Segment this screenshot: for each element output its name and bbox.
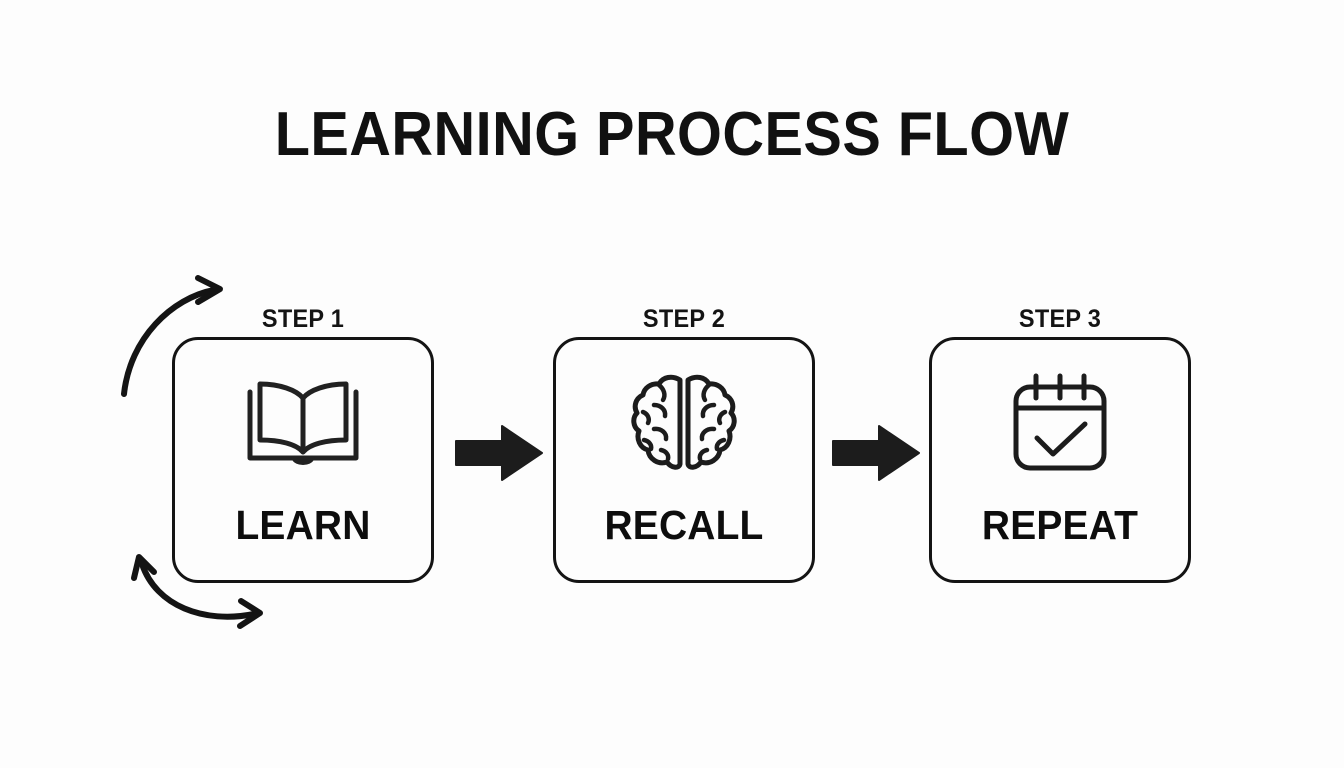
open-book-icon bbox=[175, 370, 431, 474]
right-arrow-icon bbox=[832, 425, 920, 481]
step-2-label: STEP 2 bbox=[642, 305, 726, 333]
right-arrow-icon bbox=[455, 425, 543, 481]
step-1-title: LEARN bbox=[235, 502, 371, 548]
page-title: LEARNING PROCESS FLOW bbox=[274, 100, 1070, 169]
step-2-card[interactable]: RECALL bbox=[553, 337, 815, 583]
connector-arrow-1 bbox=[455, 424, 548, 482]
step-2-title: RECALL bbox=[604, 502, 764, 548]
step-1-label: STEP 1 bbox=[261, 305, 345, 333]
step-1-card[interactable]: LEARN bbox=[172, 337, 434, 583]
calendar-check-icon bbox=[932, 370, 1188, 474]
step-3-card[interactable]: REPEAT bbox=[929, 337, 1191, 583]
connector-arrow-2 bbox=[832, 424, 925, 482]
step-3-label: STEP 3 bbox=[1018, 305, 1102, 333]
step-3-title: REPEAT bbox=[981, 502, 1139, 548]
brain-icon bbox=[556, 370, 812, 474]
